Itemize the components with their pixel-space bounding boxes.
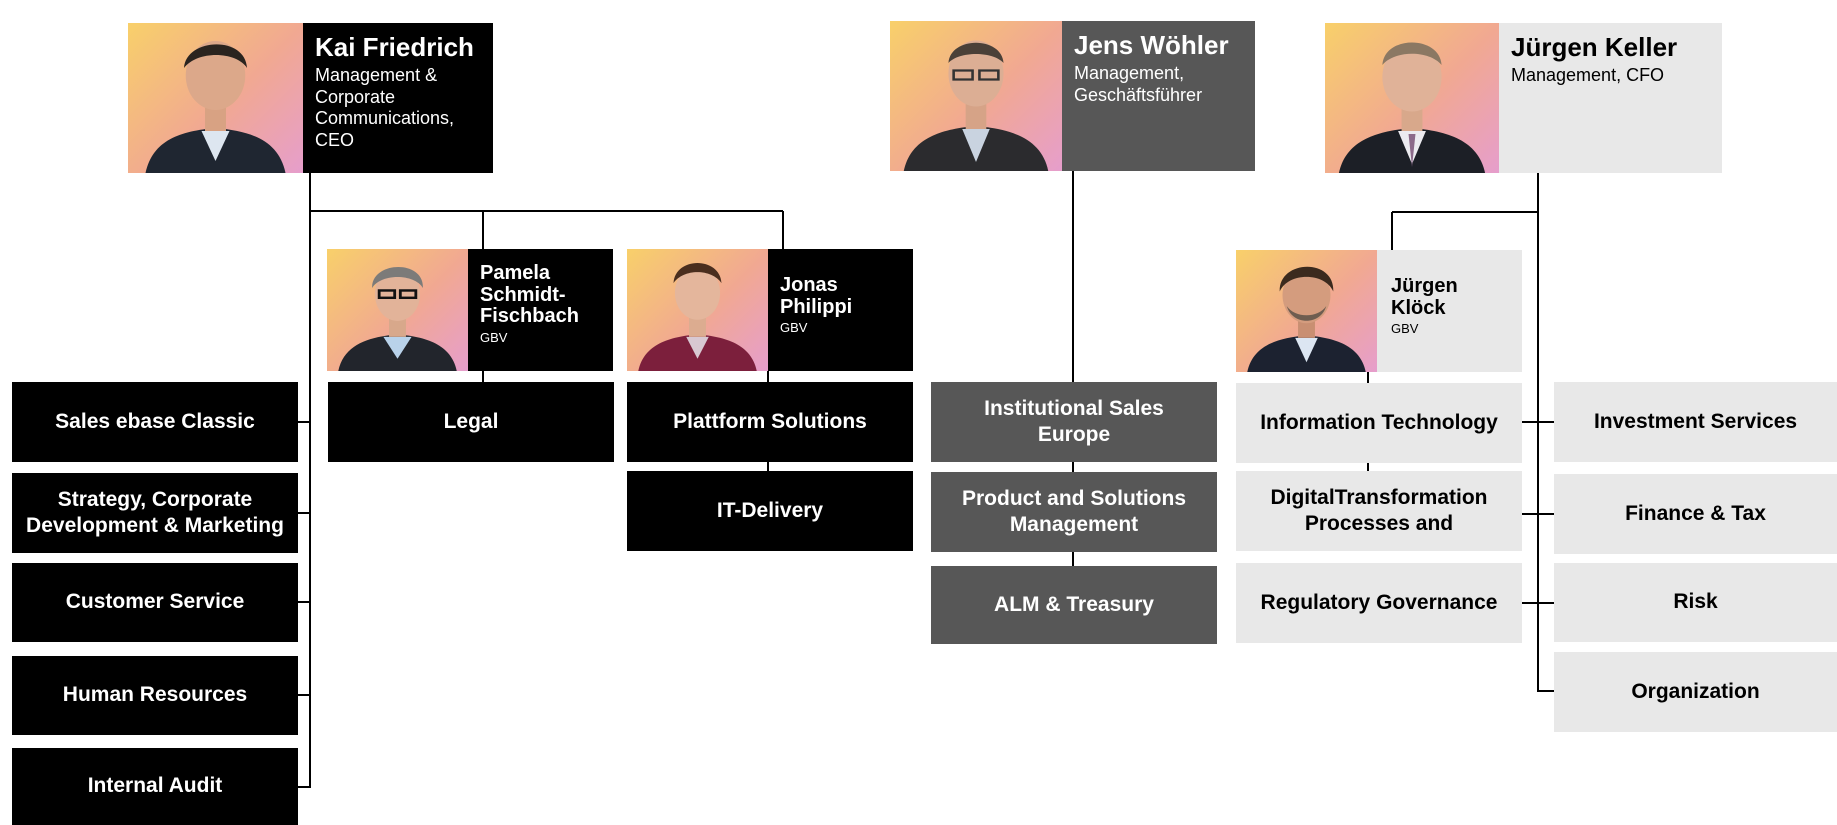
unit-customer-service: Customer Service bbox=[12, 563, 298, 642]
person-role: GBV bbox=[480, 329, 508, 345]
person-info: Jürgen Klöck GBV bbox=[1377, 250, 1522, 372]
person-name: Jonas Philippi bbox=[780, 274, 853, 318]
person-role: GBV bbox=[780, 320, 808, 336]
unit-internal-audit: Internal Audit bbox=[12, 748, 298, 825]
person-role: GBV bbox=[1391, 321, 1419, 337]
unit-plattform-solutions: Plattform Solutions bbox=[627, 382, 913, 462]
person-card-kai-friedrich: Kai Friedrich Management & Corporate Com… bbox=[128, 23, 493, 173]
unit-regulatory-governance: Regulatory Governance bbox=[1236, 563, 1522, 643]
unit-investment-services: Investment Services bbox=[1554, 382, 1837, 462]
unit-finance-tax: Finance & Tax bbox=[1554, 474, 1837, 554]
person-info: Jürgen Keller Management, CFO bbox=[1499, 23, 1722, 173]
unit-digitaltransformation-processes: DigitalTransformation Processes and bbox=[1236, 471, 1522, 551]
person-name: Jürgen Keller bbox=[1511, 32, 1678, 62]
unit-it-delivery: IT-Delivery bbox=[627, 471, 913, 551]
portrait-photo bbox=[327, 249, 468, 371]
person-info: Kai Friedrich Management & Corporate Com… bbox=[303, 23, 493, 173]
unit-strategy-corporate-development-marketing: Strategy, Corporate Development & Market… bbox=[12, 473, 298, 553]
unit-information-technology: Information Technology bbox=[1236, 383, 1522, 463]
portrait-photo bbox=[128, 23, 303, 173]
portrait-photo bbox=[1236, 250, 1377, 372]
unit-product-and-solutions-management: Product and Solutions Management bbox=[931, 472, 1217, 552]
person-card-juergen-keller: Jürgen Keller Management, CFO bbox=[1325, 23, 1722, 173]
person-name: Jens Wöhler bbox=[1074, 30, 1229, 60]
person-info: Jonas Philippi GBV bbox=[768, 249, 913, 371]
person-name: Pamela Schmidt-Fischbach bbox=[480, 262, 579, 328]
person-role: Management, Geschäftsführer bbox=[1074, 63, 1203, 105]
person-card-juergen-kloeck: Jürgen Klöck GBV bbox=[1236, 250, 1522, 372]
unit-risk: Risk bbox=[1554, 563, 1837, 642]
person-name: Kai Friedrich bbox=[315, 32, 474, 62]
person-info: Jens Wöhler Management, Geschäftsführer bbox=[1062, 21, 1255, 171]
portrait-photo bbox=[890, 21, 1062, 171]
unit-organization: Organization bbox=[1554, 652, 1837, 732]
person-role: Management, CFO bbox=[1511, 65, 1665, 86]
person-info: Pamela Schmidt-Fischbach GBV bbox=[468, 249, 613, 371]
unit-legal: Legal bbox=[328, 382, 614, 462]
unit-alm-treasury: ALM & Treasury bbox=[931, 566, 1217, 644]
person-card-jens-woehler: Jens Wöhler Management, Geschäftsführer bbox=[890, 21, 1255, 171]
person-role: Management & Corporate Communications, C… bbox=[315, 65, 455, 150]
portrait-photo bbox=[627, 249, 768, 371]
unit-human-resources: Human Resources bbox=[12, 656, 298, 735]
person-card-pamela-schmidt-fischbach: Pamela Schmidt-Fischbach GBV bbox=[327, 249, 613, 371]
unit-sales-ebase-classic: Sales ebase Classic bbox=[12, 382, 298, 462]
portrait-photo bbox=[1325, 23, 1499, 173]
person-name: Jürgen Klöck bbox=[1391, 275, 1458, 319]
unit-institutional-sales-europe: Institutional Sales Europe bbox=[931, 382, 1217, 462]
person-card-jonas-philippi: Jonas Philippi GBV bbox=[627, 249, 913, 371]
